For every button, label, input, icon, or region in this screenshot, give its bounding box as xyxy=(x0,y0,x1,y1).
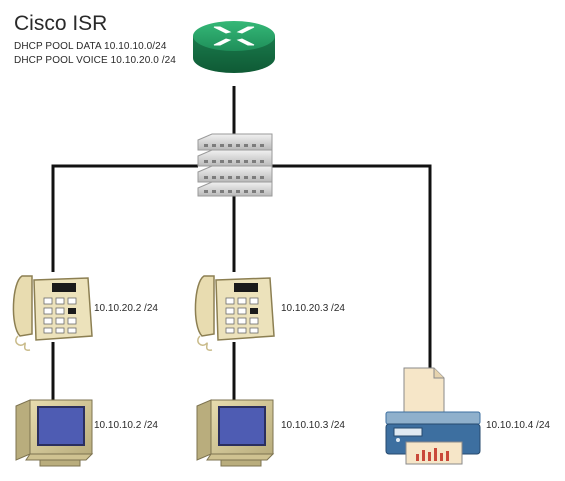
links xyxy=(51,86,432,400)
dhcp-pool-data-label: DHCP POOL DATA 10.10.10.0/24 xyxy=(14,41,167,52)
dhcp-pool-voice-label: DHCP POOL VOICE 10.10.20.0 /24 xyxy=(14,55,176,66)
link-switch-phone1 xyxy=(51,164,198,272)
pc2-ip-label: 10.10.10.3 /24 xyxy=(281,420,345,431)
router-icon xyxy=(193,21,275,73)
diagram-title: Cisco ISR xyxy=(14,12,108,35)
phone2-ip-label: 10.10.20.3 /24 xyxy=(281,303,345,314)
computer-icon xyxy=(196,399,275,467)
printer-icon xyxy=(385,367,481,465)
ip-phone-icon xyxy=(12,275,93,351)
ip-phone-icon xyxy=(194,275,275,351)
switch-icon xyxy=(197,133,273,197)
computer-icon xyxy=(15,399,94,467)
phone1-ip-label: 10.10.20.2 /24 xyxy=(94,303,158,314)
printer-ip-label: 10.10.10.4 /24 xyxy=(486,420,550,431)
pc1-ip-label: 10.10.10.2 /24 xyxy=(94,420,158,431)
link-switch-printer xyxy=(272,164,432,368)
